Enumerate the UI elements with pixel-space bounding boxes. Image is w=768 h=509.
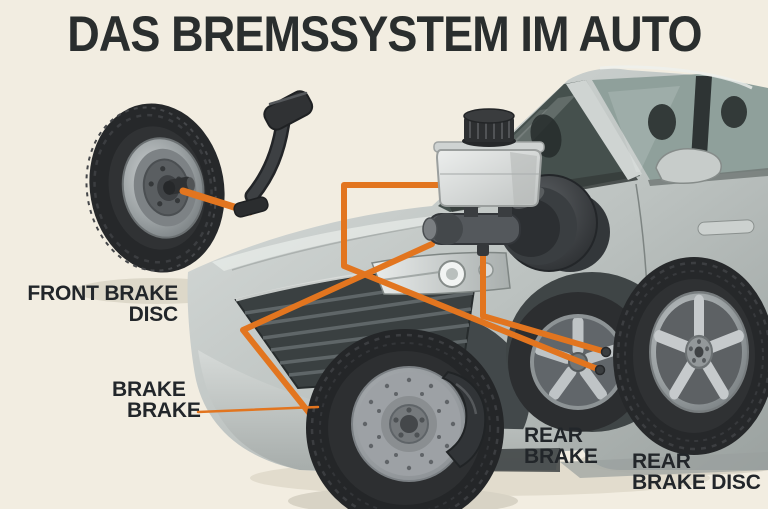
door-handle bbox=[697, 219, 755, 236]
label-brake: BRAKE BRAKE bbox=[112, 378, 201, 422]
brake-fluid-reservoir bbox=[433, 141, 545, 207]
front-brake-disc-wheel-graphic bbox=[85, 103, 225, 273]
brake-line-rear-1 bbox=[341, 182, 603, 373]
label-front-brake-disc: FRONT BRAKE DISC bbox=[27, 282, 178, 326]
front-brake-assembly-graphic bbox=[306, 329, 504, 509]
brake-line-rear-2 bbox=[480, 253, 609, 355]
a-pillar bbox=[566, 80, 642, 180]
page-title: DAS BREMSSYSTEM IM AUTO bbox=[66, 6, 702, 62]
label-rear-brake-disc: REAR BRAKE DISC bbox=[632, 450, 761, 494]
brake-pedal-graphic bbox=[233, 90, 314, 218]
brake-line-front bbox=[240, 241, 435, 437]
label-rear-brake: REAR BRAKE bbox=[524, 424, 598, 468]
reservoir-cap bbox=[462, 108, 516, 147]
master-cylinder-graphic bbox=[422, 108, 610, 272]
brake-label-leader-line bbox=[196, 405, 320, 414]
brake-caliper bbox=[441, 370, 487, 469]
headlight bbox=[370, 251, 511, 295]
side-mirror bbox=[655, 148, 722, 185]
rear-brake-disc-wheel-graphic bbox=[613, 257, 768, 455]
